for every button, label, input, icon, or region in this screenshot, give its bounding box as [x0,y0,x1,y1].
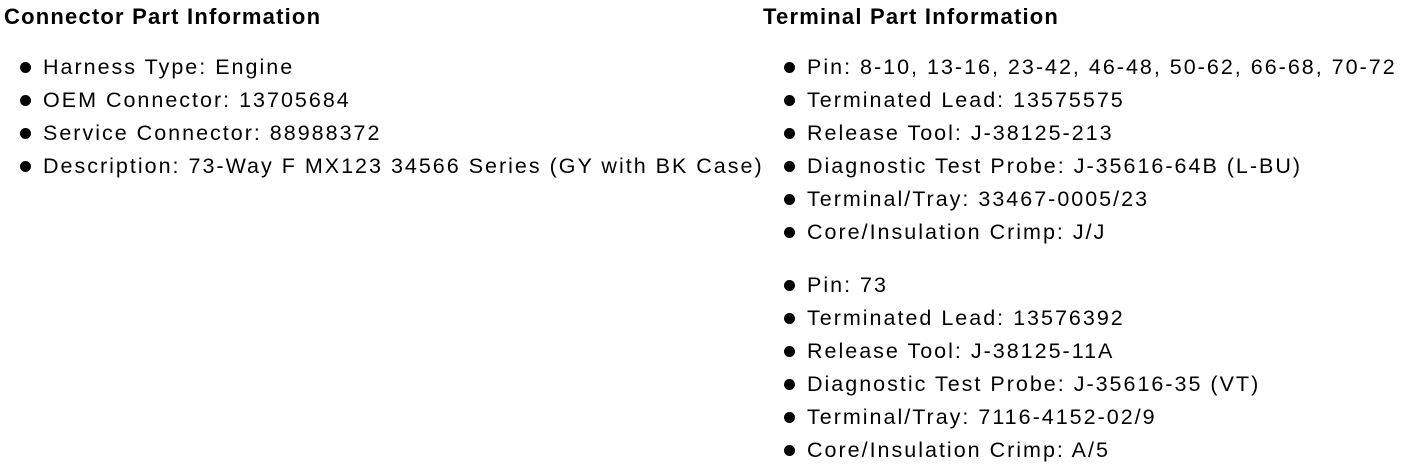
terminal-tray-text: Terminal/Tray: 7116-4152-02/9 [807,405,1157,429]
terminated-lead-text: Terminated Lead: 13575575 [807,88,1125,112]
bullet-icon [784,379,795,390]
list-item: Terminal/Tray: 33467-0005/23 [763,183,1408,216]
bullet-icon [784,445,795,456]
bullet-icon [784,412,795,423]
release-tool-text: Release Tool: J-38125-213 [807,121,1114,145]
list-item: Release Tool: J-38125-11A [763,335,1408,368]
bullet-icon [784,62,795,73]
terminal-section-title: Terminal Part Information [763,4,1060,29]
list-item: Diagnostic Test Probe: J-35616-35 (VT) [763,368,1408,401]
bullet-icon [20,128,31,139]
release-tool-text: Release Tool: J-38125-11A [807,339,1115,363]
core-insulation-crimp-text: Core/Insulation Crimp: A/5 [807,438,1110,462]
terminal-group-2-list: Pin: 73 Terminated Lead: 13576392 Releas… [763,269,1408,467]
bullet-icon [784,161,795,172]
bullet-icon [20,95,31,106]
list-item: Core/Insulation Crimp: J/J [763,216,1408,249]
list-item: Terminated Lead: 13575575 [763,84,1408,117]
connector-section-title: Connector Part Information [4,4,322,29]
terminal-tray-text: Terminal/Tray: 33467-0005/23 [807,187,1150,211]
terminal-group-1-list: Pin: 8-10, 13-16, 23-42, 46-48, 50-62, 6… [763,51,1408,249]
list-item: Description: 73-Way F MX123 34566 Series… [4,150,770,183]
harness-type-text: Harness Type: Engine [43,55,295,79]
list-item: Release Tool: J-38125-213 [763,117,1408,150]
list-item: Service Connector: 88988372 [4,117,770,150]
bullet-icon [784,313,795,324]
bullet-icon [20,62,31,73]
connector-part-information-section: Connector Part Information Harness Type:… [4,5,770,183]
list-item: Pin: 73 [763,269,1408,302]
list-item: Pin: 8-10, 13-16, 23-42, 46-48, 50-62, 6… [763,51,1408,84]
bullet-icon [784,128,795,139]
pin-text: Pin: 8-10, 13-16, 23-42, 46-48, 50-62, 6… [807,55,1397,79]
list-item: OEM Connector: 13705684 [4,84,770,117]
bullet-icon [784,194,795,205]
list-item: Core/Insulation Crimp: A/5 [763,434,1408,467]
terminated-lead-text: Terminated Lead: 13576392 [807,306,1125,330]
bullet-icon [784,95,795,106]
list-item: Terminated Lead: 13576392 [763,302,1408,335]
list-item: Harness Type: Engine [4,51,770,84]
terminal-part-information-section: Terminal Part Information Pin: 8-10, 13-… [763,5,1408,467]
list-item: Terminal/Tray: 7116-4152-02/9 [763,401,1408,434]
service-connector-text: Service Connector: 88988372 [43,121,382,145]
diagnostic-test-probe-text: Diagnostic Test Probe: J-35616-64B (L-BU… [807,154,1303,178]
pin-text: Pin: 73 [807,273,888,297]
oem-connector-text: OEM Connector: 13705684 [43,88,351,112]
description-text: Description: 73-Way F MX123 34566 Series… [43,154,764,178]
connector-item-list: Harness Type: Engine OEM Connector: 1370… [4,51,770,183]
core-insulation-crimp-text: Core/Insulation Crimp: J/J [807,220,1107,244]
diagnostic-test-probe-text: Diagnostic Test Probe: J-35616-35 (VT) [807,372,1261,396]
bullet-icon [784,280,795,291]
bullet-icon [784,346,795,357]
bullet-icon [20,161,31,172]
list-item: Diagnostic Test Probe: J-35616-64B (L-BU… [763,150,1408,183]
bullet-icon [784,227,795,238]
